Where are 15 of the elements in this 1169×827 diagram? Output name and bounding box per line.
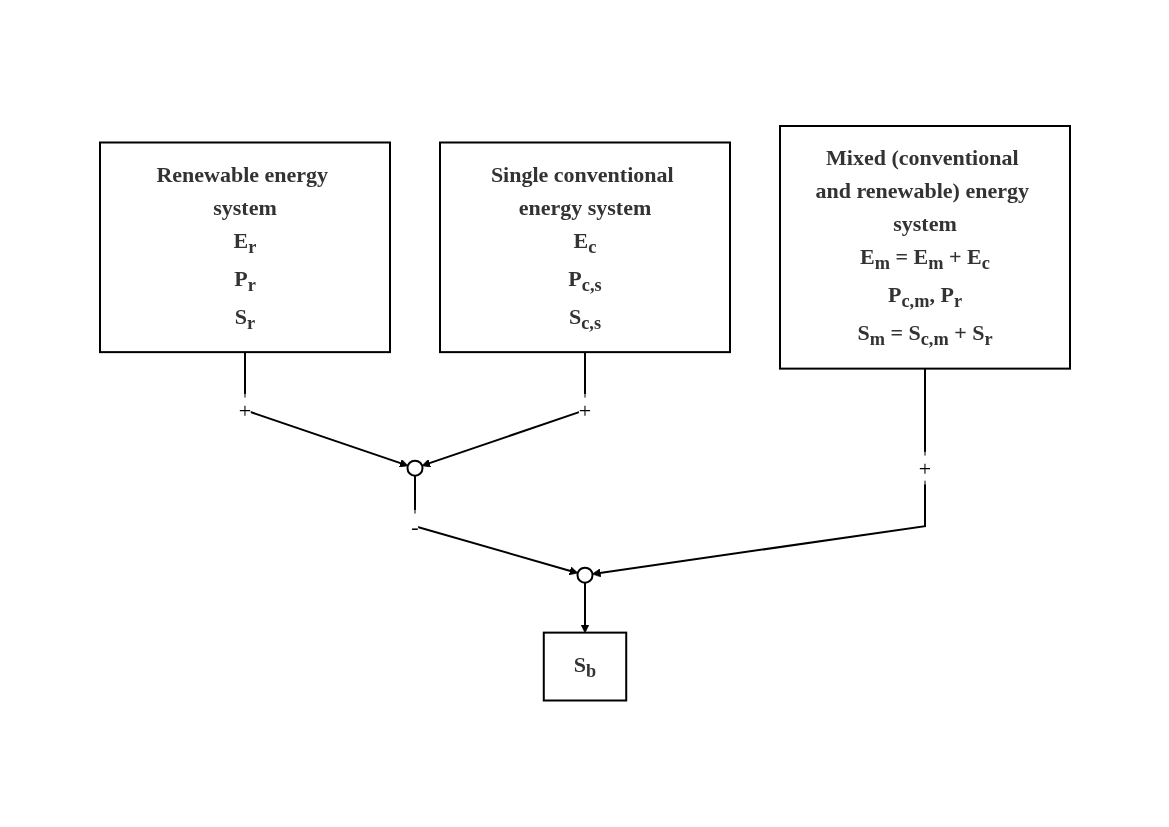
node-box: S$_{b}$ <box>542 631 627 702</box>
arrow <box>580 581 589 634</box>
edge-label: + <box>918 455 931 481</box>
arrow <box>243 351 408 468</box>
arrow <box>591 367 926 578</box>
arrow <box>421 351 586 468</box>
node-box: Renewable energy system E$_{r}$ P$_{r}$ S$_{r}$ <box>98 141 391 354</box>
node-box: Mixed (conventional and renewable) energy system E$_{m}$ = E$_{m}$ + E$_{c}$ P$_{c,m}$, P$_{r}$ S$_{m}$ = S$_{c,m}$ + S$_{r}$ <box>778 125 1071 370</box>
edge-label: + <box>238 397 251 423</box>
edge-label: - <box>410 513 419 539</box>
node-box: Single conventional energy system E$_{c}$ P$_{c,s}$ S$_{c,s}$ <box>438 141 731 354</box>
node-circle <box>576 566 593 584</box>
node-circle <box>406 459 423 477</box>
edge-label: + <box>578 397 591 423</box>
arrow <box>413 474 578 576</box>
